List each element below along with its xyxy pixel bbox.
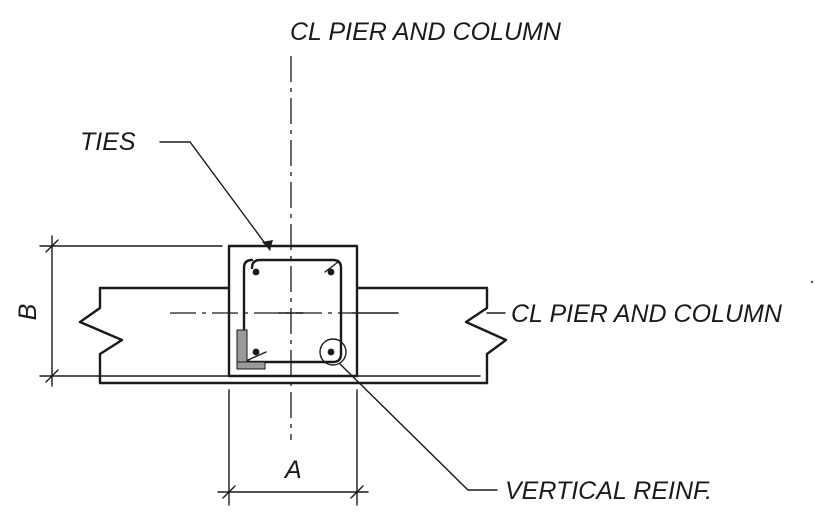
column-outline bbox=[227, 244, 359, 378]
dimension-a-label: A bbox=[283, 456, 302, 484]
right-break-line bbox=[464, 286, 508, 385]
vertical-reinf-leader bbox=[339, 363, 498, 491]
vertical-reinf-callout-circle bbox=[319, 338, 347, 366]
dimension-a bbox=[217, 389, 369, 506]
wall-band bbox=[78, 286, 508, 385]
left-break-line bbox=[78, 286, 124, 385]
centerline-label-right: CL PIER AND COLUMN bbox=[511, 300, 783, 328]
centerline-label-top: CL PIER AND COLUMN bbox=[290, 18, 562, 46]
dimension-b bbox=[39, 235, 223, 387]
ties-label: TIES bbox=[80, 128, 136, 156]
vertical-reinf-label: VERTICAL REINF. bbox=[505, 477, 712, 505]
column-tie bbox=[242, 258, 343, 364]
dimension-b-label: B bbox=[14, 304, 42, 321]
vertical-bars bbox=[252, 268, 335, 356]
ties-leader bbox=[159, 141, 271, 251]
